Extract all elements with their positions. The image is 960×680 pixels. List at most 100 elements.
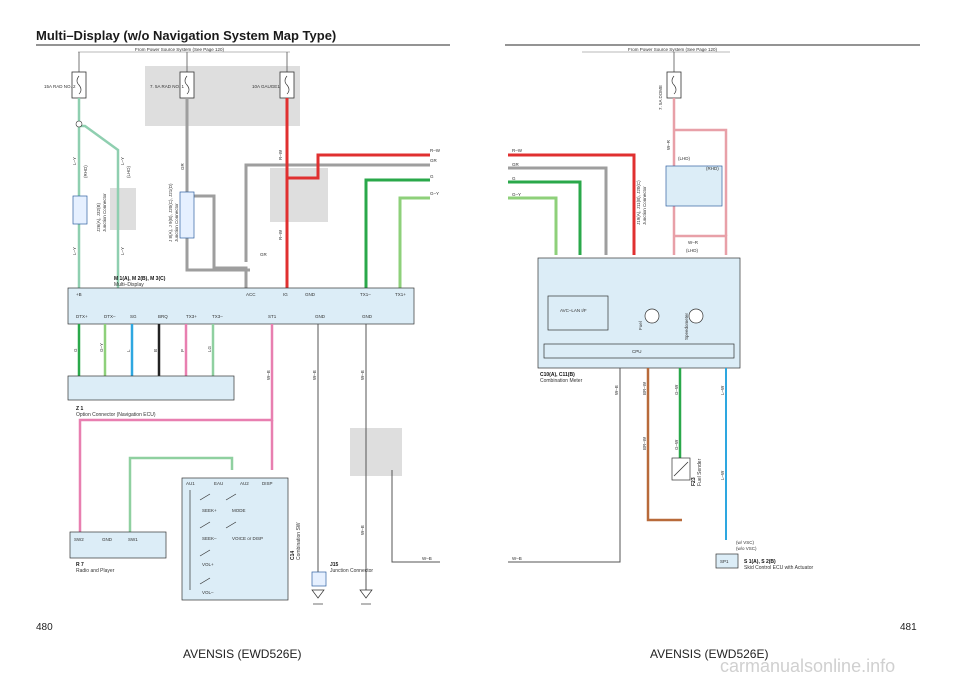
junction-right-name: J19(A), J11(B), J20(C) bbox=[636, 180, 641, 225]
wire-color-wb2: W–B bbox=[312, 370, 317, 380]
pin-au2: AU2 bbox=[240, 481, 249, 486]
skid-ecu-name: S 1(A), S 2(B) bbox=[744, 559, 776, 565]
sw-vol-minus: VOL– bbox=[202, 590, 214, 595]
wire-color-wb4: W–B bbox=[360, 525, 365, 535]
wire-color-wb3: W–B bbox=[360, 370, 365, 380]
watermark: carmanualsonline.info bbox=[720, 656, 895, 676]
wire-color-gr2: GR bbox=[260, 252, 268, 257]
wire-gr-branch bbox=[185, 232, 250, 272]
fuse-dome-label: 7. 5A DOME bbox=[658, 85, 663, 110]
page-number-right: 481 bbox=[900, 622, 917, 633]
option-connector-name: Z 1 bbox=[76, 406, 83, 412]
junction-mid-name: J 8(A), J 9(B), J20(C), J21(D) bbox=[168, 183, 173, 242]
speedometer-label: Speedometer bbox=[684, 312, 689, 340]
skid-note-vsc: (w/ VSC) bbox=[736, 540, 755, 545]
sw-mode: MODE bbox=[232, 508, 246, 513]
wire-color-ly1: L–Y bbox=[72, 157, 77, 165]
multi-display-desc: Multi–Display bbox=[114, 282, 144, 288]
bottom-color-g: G bbox=[73, 348, 78, 352]
wire-brw bbox=[646, 368, 682, 522]
wire-gy-right bbox=[508, 196, 558, 255]
pin-sw2: SW2 bbox=[74, 537, 84, 542]
skid-ecu-pin: SP1 bbox=[720, 559, 729, 564]
wire-color-wb-right2: W–B bbox=[512, 556, 522, 561]
option-connector-desc: Option Connector (Navigation ECU) bbox=[76, 412, 156, 418]
combination-meter-name: C10(A), C11(B) bbox=[540, 372, 575, 378]
junction-grey-left bbox=[110, 188, 136, 230]
pin-gnd-top: GND bbox=[305, 292, 316, 297]
j15-box bbox=[311, 571, 327, 587]
multi-display-name: M 1(A), M 2(B), M 3(C) bbox=[114, 276, 166, 282]
wire-gy-top bbox=[398, 196, 430, 290]
wire-wb-right bbox=[508, 368, 621, 563]
pin-gnd-radio: GND bbox=[102, 537, 113, 542]
pin-tx3-plus: TX3+ bbox=[186, 314, 197, 319]
wire-color-gy-right: G–Y bbox=[512, 192, 521, 197]
junction-mid-desc: Junction Connector bbox=[174, 203, 179, 242]
pin-sg: SG bbox=[130, 314, 137, 319]
skid-note-novsc: (w/o VSC) bbox=[736, 546, 757, 551]
note-rhd-right: (RHD) bbox=[706, 166, 719, 171]
combination-switch-desc: Combination SW bbox=[296, 522, 302, 560]
note-lhd-1: (LHD) bbox=[126, 165, 131, 178]
pin-b: +B bbox=[76, 292, 82, 297]
fuse-gauge-label: 10A GAUGE1 bbox=[252, 84, 280, 89]
wire-color-gy: G–Y bbox=[430, 191, 439, 196]
j15-name: J15 bbox=[330, 562, 339, 568]
combination-switch-name: C14 bbox=[290, 551, 296, 560]
pin-dtx-minus: DTX– bbox=[104, 314, 116, 319]
pin-gnd1: GND bbox=[315, 314, 326, 319]
junction-mid-box bbox=[179, 191, 195, 239]
model-left: AVENSIS (EWD526E) bbox=[183, 647, 301, 661]
radio-player-body bbox=[69, 531, 167, 559]
pin-acc: ACC bbox=[246, 292, 256, 297]
wire-color-g: G bbox=[430, 174, 434, 179]
junction-left-box bbox=[72, 195, 88, 225]
pin-ig: IG bbox=[283, 292, 288, 297]
pin-sw1: SW1 bbox=[128, 537, 138, 542]
junction-grey-bottom bbox=[350, 428, 402, 476]
pin-tx1-minus: TX1– bbox=[360, 292, 371, 297]
fuse-gauge-glyph bbox=[284, 75, 290, 95]
multi-display-body bbox=[67, 287, 415, 325]
wire-color-ly4: L–Y bbox=[120, 247, 125, 255]
wire-p-radio bbox=[78, 324, 274, 532]
radio-player-name: R 7 bbox=[76, 562, 84, 568]
bottom-color-p: P bbox=[180, 349, 185, 352]
combination-switch-body bbox=[181, 477, 289, 601]
junction-right-box bbox=[665, 165, 723, 207]
fuse-rad2-glyph bbox=[76, 75, 82, 95]
wire-rw-top bbox=[287, 153, 430, 180]
sw-vol-plus: VOL+ bbox=[202, 562, 214, 567]
wire-color-rw2: R–W bbox=[278, 229, 283, 240]
bottom-color-gy: G–Y bbox=[99, 343, 104, 352]
pin-au1: AU1 bbox=[186, 481, 195, 486]
note-rhd-1: (RHD) bbox=[83, 165, 88, 178]
bottom-color-b: B bbox=[153, 349, 158, 352]
wire-color-wr2: W–R bbox=[688, 240, 699, 245]
avc-lan-block bbox=[547, 295, 609, 331]
junction-left-desc: Junction Connector bbox=[102, 193, 107, 232]
pin-disp: DISP bbox=[262, 481, 273, 486]
bottom-color-l: L bbox=[126, 349, 131, 352]
combination-meter-desc: Combination Meter bbox=[540, 378, 583, 384]
wire-color-lw1: L–W bbox=[720, 385, 725, 395]
skid-ecu-desc: Skid Control ECU with Actuator bbox=[744, 565, 814, 571]
fuel-sender-desc: Fuel Sender bbox=[697, 458, 703, 486]
switch-contacts bbox=[189, 490, 237, 590]
page-number-left: 480 bbox=[36, 622, 53, 633]
fuse-dome-glyph bbox=[671, 75, 677, 95]
wire-color-wb-right1: W–B bbox=[614, 385, 619, 395]
j15-desc: Junction Connector bbox=[330, 568, 373, 574]
power-note-right: From Power Source System (See Page 120) bbox=[628, 47, 718, 52]
fuse-rad2-label: 15A RAD NO. 2 bbox=[44, 84, 76, 89]
fuel-sender-name: F23 bbox=[691, 477, 697, 486]
bottom-color-lg: LG bbox=[207, 345, 212, 352]
page-title: Multi–Display (w/o Navigation System Map… bbox=[36, 28, 336, 43]
wire-g-right bbox=[508, 180, 582, 255]
wire-lg-radio bbox=[128, 456, 234, 532]
wire-color-gw2: G–W bbox=[674, 439, 679, 450]
wire-color-brw2: BR–W bbox=[642, 436, 647, 450]
wire-wr-rhd bbox=[674, 128, 728, 236]
